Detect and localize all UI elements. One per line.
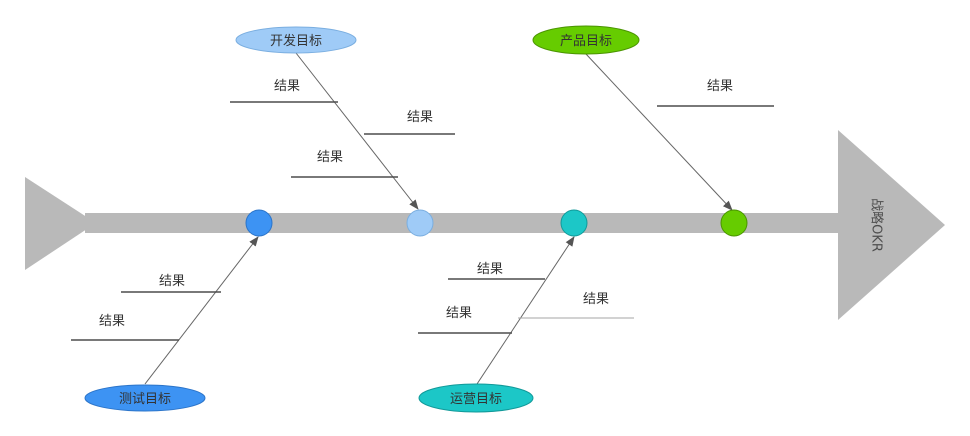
result-development-2: 结果	[364, 110, 455, 135]
result-product-1: 结果	[657, 79, 774, 107]
goal-operations-shape	[418, 383, 534, 413]
result-testing-2: 结果	[71, 314, 179, 341]
result-label: 结果	[407, 110, 433, 125]
goal-product-label: 产品目标	[560, 34, 612, 49]
goal-testing-shape	[84, 384, 206, 412]
result-testing-1: 结果	[121, 274, 221, 293]
goal-testing: 测试目标	[84, 384, 206, 412]
goal-development-label: 开发目标	[270, 33, 322, 49]
result-label: 结果	[707, 79, 733, 94]
goal-product: 产品目标	[532, 25, 640, 55]
goal-development-shape	[235, 26, 357, 54]
result-label: 结果	[99, 314, 125, 329]
node-product	[720, 209, 748, 237]
result-operations-1: 结果	[448, 262, 545, 280]
branch-product	[585, 53, 733, 211]
goal-operations: 运营目标	[418, 383, 534, 413]
branch-testing	[144, 236, 259, 385]
goal-development: 开发目标	[235, 26, 357, 54]
result-label: 结果	[477, 262, 503, 277]
result-label: 结果	[274, 79, 300, 94]
result-label: 结果	[583, 292, 609, 307]
result-development-1: 结果	[230, 79, 338, 103]
goal-testing-label: 测试目标	[119, 392, 171, 407]
result-label: 结果	[317, 150, 343, 165]
result-development-3: 结果	[291, 150, 398, 178]
fish-tail	[25, 177, 96, 270]
branch-operations	[476, 236, 575, 385]
goal-product-shape	[532, 25, 640, 55]
node-operations	[560, 209, 588, 237]
result-label: 结果	[159, 274, 185, 289]
fish-spine	[85, 213, 845, 233]
node-testing	[245, 209, 273, 237]
node-development	[406, 209, 434, 237]
result-operations-3: 结果	[518, 292, 634, 319]
fish-head	[838, 130, 945, 320]
result-label: 结果	[446, 306, 472, 321]
result-operations-2: 结果	[418, 306, 512, 334]
head-label: 战略OKR	[869, 198, 885, 252]
branch-development	[295, 52, 419, 210]
goal-operations-label: 运营目标	[450, 392, 502, 407]
